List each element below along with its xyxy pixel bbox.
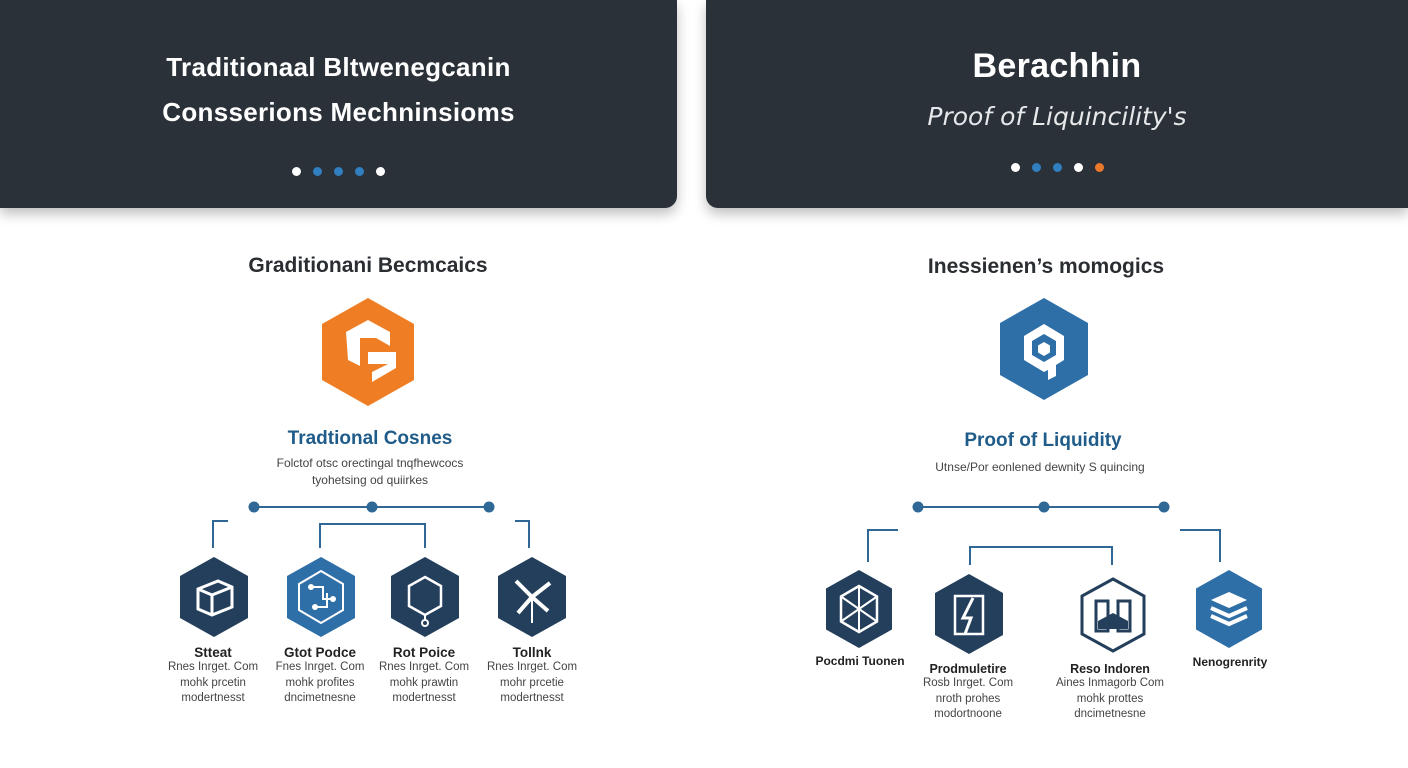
hexagon-node-icon [391,557,459,637]
right-desc-line1: Utnse/Por eonlened dewnity S quincing [935,460,1145,474]
node-desc: modortnoone [934,708,1002,720]
right-banner-title: Berachhin [972,47,1142,85]
lightning-doc-icon [935,574,1003,654]
right-panel-subheading: Proof of Liquidity [964,430,1122,451]
node-desc: Rnes Inrget. Com [167,661,259,673]
right-node-1: Pocdmi Tuonen [798,654,922,668]
left-connector-3 [515,520,530,548]
left-connector-2 [319,523,426,548]
blue-hexagon-logo-icon [1000,298,1088,400]
carousel-dot [292,167,301,176]
node-desc: dncimetnesne [284,692,356,704]
node-desc: mohk prcetin [180,676,246,689]
node-label: Stteat [194,645,232,660]
left-connector-dot [483,501,495,513]
carousel-dot [1073,163,1083,172]
node-desc: modertnesst [181,692,245,704]
left-node-4: Tollnk Rnes Inrget. Com mohr prcetie mod… [470,645,594,707]
node-desc: modertnesst [500,692,564,704]
carousel-dot [1010,163,1020,172]
right-connector-1 [867,529,898,562]
node-label: Rot Poice [392,645,456,660]
left-banner-title-line2: Consserions Mechninsioms [162,97,515,127]
left-banner-title-line1: Traditionaal Bltwenegcanin [166,52,511,82]
node-desc: modertnesst [392,692,456,704]
windmill-icon [498,557,566,637]
carousel-dot [313,167,322,176]
cube-hex-icon [826,570,892,648]
left-desc-line2: tyohetsing od quiirkes [311,473,429,487]
left-banner: Traditionaal Bltwenegcanin Consserions M… [0,0,677,208]
node-label: Reso Indoren [1070,662,1150,676]
node-desc: dncimetnesne [1074,708,1146,720]
carousel-dot [1094,163,1104,172]
right-banner-dots [706,159,1408,177]
carousel-dot [376,167,385,176]
node-desc: Rnes Inrget. Com [378,661,470,673]
right-node-4: Nenogrenrity [1168,655,1292,669]
node-label: Pocdmi Tuonen [815,654,905,668]
carousel-dot [1031,163,1041,172]
node-desc: mohk prottes [1076,692,1144,705]
right-node-3: Reso Indoren Aines Inmagorb Com mohk pro… [1044,662,1176,723]
left-node-1: Stteat Rnes Inrget. Com mohk prcetin mod… [153,645,273,707]
right-connector-dot [912,501,924,513]
layers-icon [1196,570,1262,648]
node-label: Gtot Podce [283,645,356,660]
node-label: Prodmuletire [929,662,1007,676]
left-panel-heading: Graditionani Becmcaics [248,254,488,277]
box-icon [180,557,248,637]
node-desc: mohr prcetie [500,676,564,689]
left-node-2: Gtot Podce Fnes Inrget. Com mohk profite… [258,645,382,707]
building-icon [1080,577,1146,653]
right-node-2: Prodmuletire Rosb Inrget. Com nroth proh… [906,662,1030,723]
right-connector-2 [969,546,1113,565]
left-banner-dots [0,163,677,181]
node-desc: Rnes Inrget. Com [486,661,578,673]
right-panel-description: Utnse/Por eonlened dewnity S quincing [840,459,1240,476]
left-panel-subheading: Tradtional Cosnes [287,428,453,449]
left-node-3: Rot Poice Rnes Inrget. Com mohk prawtin … [362,645,486,707]
right-banner-subtitle: Proof of Liquincility's [927,102,1187,131]
left-connector-dot [366,501,378,513]
node-label: Tollnk [512,645,552,660]
node-desc: mohk profites [285,676,355,689]
node-label: Nenogrenrity [1192,655,1268,669]
left-panel-description: Folctof otsc orectingal tnqfhewcocs tyoh… [170,455,570,489]
left-connector-dot [248,501,260,513]
node-desc: Aines Inmagorb Com [1055,677,1165,689]
orange-hexagon-logo-icon [322,298,414,406]
right-banner: Berachhin Proof of Liquincility's [706,0,1408,208]
right-connector-dot [1038,501,1050,513]
left-desc-line1: Folctof otsc orectingal tnqfhewcocs [276,456,464,470]
node-desc: Rosb Inrget. Com [922,677,1014,689]
node-desc: Fnes Inrget. Com [275,661,365,673]
network-icon [287,557,355,637]
carousel-dot [1052,163,1062,172]
right-connector-dot [1158,501,1170,513]
node-desc: nroth prohes [935,692,1001,705]
right-panel-heading: Inessienen’s momogics [927,255,1165,278]
carousel-dot [334,167,343,176]
right-connector-3 [1180,529,1221,562]
left-connector-1 [212,520,228,548]
carousel-dot [355,167,364,176]
node-desc: mohk prawtin [389,676,459,689]
